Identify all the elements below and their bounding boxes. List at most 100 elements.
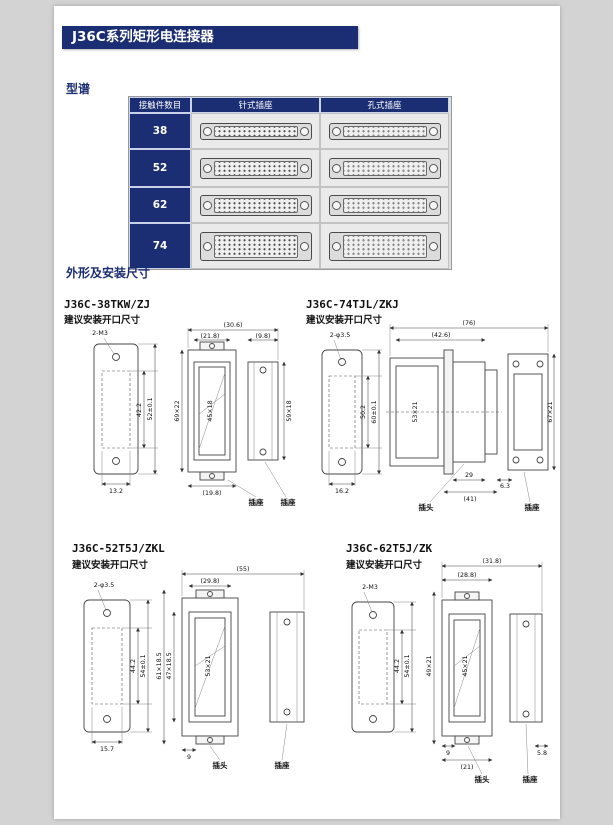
dim-label: 54±0.1 <box>140 654 147 677</box>
screw-hole-icon <box>283 618 291 626</box>
hole-socket-cell <box>320 223 449 269</box>
drawing-title: J36C-38TKW/ZJ <box>64 298 150 311</box>
table-row: 74 <box>129 223 451 269</box>
dim-label: 42.2 <box>136 403 143 417</box>
drawing-title: J36C-62T5J/ZK <box>346 542 432 555</box>
screw-hole-icon <box>536 360 544 368</box>
hole-socket-cell <box>320 149 449 187</box>
drawing-title: J36C-74TJL/ZKJ <box>306 298 399 311</box>
table-header-row: 接触件数目 针式插座 孔式插座 <box>129 97 451 113</box>
col-header-contact-count: 接触件数目 <box>129 97 191 113</box>
drawing-subtitle: 建议安装开口尺寸 <box>345 559 423 571</box>
mounting-hole-icon <box>331 163 341 173</box>
dim-label: 47×18.5 <box>166 652 173 679</box>
screw-hole-icon <box>259 448 267 456</box>
dim-label: (19.8) <box>203 490 222 497</box>
drawing-j36c-38-svg: J36C-38TKW/ZJ 建议安装开口尺寸 2-M3 42.2 52±0.1 … <box>63 298 296 507</box>
pin-grid <box>213 197 298 213</box>
dim-label: 44.2 <box>394 659 401 673</box>
connector-52-pin-image <box>199 157 312 179</box>
datasheet-page: J36C系列矩形电连接器 型谱 接触件数目 针式插座 孔式插座 38 52 62… <box>54 6 560 819</box>
dim-label: 50.2 <box>360 405 367 419</box>
connector-front-view <box>507 353 549 471</box>
part-label-plug: 插头 <box>213 760 228 770</box>
mounting-hole-icon <box>299 126 309 136</box>
screw-hole-icon <box>338 458 346 466</box>
mounting-hole-icon <box>428 241 438 251</box>
dim-label: 67×21 <box>547 401 554 422</box>
mounting-hole-icon <box>428 126 438 136</box>
table-row: 38 <box>129 113 451 149</box>
connector-62-pin-image <box>199 194 312 216</box>
drawing-j36c-62-svg: J36C-62T5J/ZK 建议安装开口尺寸 2-M3 44.2 54±0.1 <box>345 542 549 784</box>
screw-hole-icon <box>369 611 377 619</box>
contact-count: 38 <box>129 113 191 149</box>
dim-label: (28.8) <box>458 572 477 579</box>
screw-hole-icon <box>464 737 470 743</box>
hole-grid <box>342 160 427 176</box>
section-title-outline: 外形及安装尺寸 <box>66 266 151 280</box>
dim-label: 5.8 <box>537 750 547 757</box>
connector-62-hole-image <box>328 194 441 216</box>
connector-front-view <box>187 341 237 481</box>
screw-hole-icon <box>283 708 291 716</box>
pin-socket-cell <box>191 187 320 223</box>
drawing-j36c-52-svg: J36C-52T5J/ZKL 建议安装开口尺寸 2-φ3.5 44.2 54±0… <box>71 542 305 770</box>
pin-grid <box>213 160 298 176</box>
dim-label: 53×21 <box>205 655 212 676</box>
pin-socket-cell <box>191 113 320 149</box>
mounting-hole-icon <box>299 200 309 210</box>
drawing-j36c-62: J36C-62T5J/ZK 建议安装开口尺寸 2-M3 44.2 54±0.1 <box>338 536 558 800</box>
screw-hole-icon <box>259 366 267 374</box>
screw-hole-icon <box>522 710 530 718</box>
hole-socket-cell <box>320 187 449 223</box>
col-header-pin-socket: 针式插座 <box>191 97 320 113</box>
dim-label: 29 <box>465 472 473 479</box>
part-label-socket: 插座 <box>281 497 296 507</box>
section-title-spectrum: 型谱 <box>66 82 91 96</box>
dim-label: 52±0.1 <box>147 397 154 420</box>
mounting-hole-icon <box>299 163 309 173</box>
dim-label: 53×21 <box>412 401 419 422</box>
dim-label: 54±0.1 <box>404 654 411 677</box>
screw-hole-icon <box>207 737 213 743</box>
dim-label: (76) <box>463 320 476 327</box>
screw-hole-icon <box>103 609 111 617</box>
drawing-j36c-38: J36C-38TKW/ZJ 建议安装开口尺寸 2-M3 42.2 52±0.1 … <box>60 294 302 524</box>
contact-count: 52 <box>129 149 191 187</box>
mated-pair-side-view: 53×21 <box>386 349 502 475</box>
dim-label: 49×21 <box>426 655 433 676</box>
dim-label: 9 <box>446 750 450 757</box>
screw-hole-icon <box>112 457 120 465</box>
dim-label: 13.2 <box>109 488 123 495</box>
dim-label: 16.2 <box>335 488 349 495</box>
contact-count: 74 <box>129 223 191 269</box>
mounting-hole-icon <box>428 163 438 173</box>
drawing-subtitle: 建议安装开口尺寸 <box>305 314 383 326</box>
mounting-hole-icon <box>202 200 212 210</box>
page-title: J36C系列矩形电连接器 <box>62 26 358 49</box>
dim-label: 69×22 <box>174 400 181 421</box>
connector-front-view <box>441 591 493 745</box>
screw-hole-icon <box>512 360 520 368</box>
hole-grid <box>342 197 427 213</box>
hole-grid <box>342 234 427 258</box>
dim-label: 15.7 <box>100 746 114 753</box>
drawing-subtitle: 建议安装开口尺寸 <box>71 559 149 571</box>
dim-label: (9.8) <box>256 333 271 340</box>
screw-hole-icon <box>338 358 346 366</box>
part-label-socket: 插座 <box>523 774 538 784</box>
table-row: 62 <box>129 187 451 223</box>
dim-label: 2-M3 <box>362 584 378 591</box>
connector-side-view <box>269 611 305 723</box>
mounting-plate: 2-M3 <box>351 584 395 733</box>
screw-hole-icon <box>464 593 470 599</box>
mounting-plate: 2-φ3.5 <box>83 582 131 733</box>
pin-grid <box>213 234 298 258</box>
connector-52-hole-image <box>328 157 441 179</box>
pin-socket-cell <box>191 149 320 187</box>
dim-label: 9 <box>187 754 191 761</box>
mounting-hole-icon <box>202 163 212 173</box>
dim-label: 6.3 <box>500 483 510 490</box>
drawing-j36c-52: J36C-52T5J/ZKL 建议安装开口尺寸 2-φ3.5 44.2 54±0… <box>60 536 336 800</box>
